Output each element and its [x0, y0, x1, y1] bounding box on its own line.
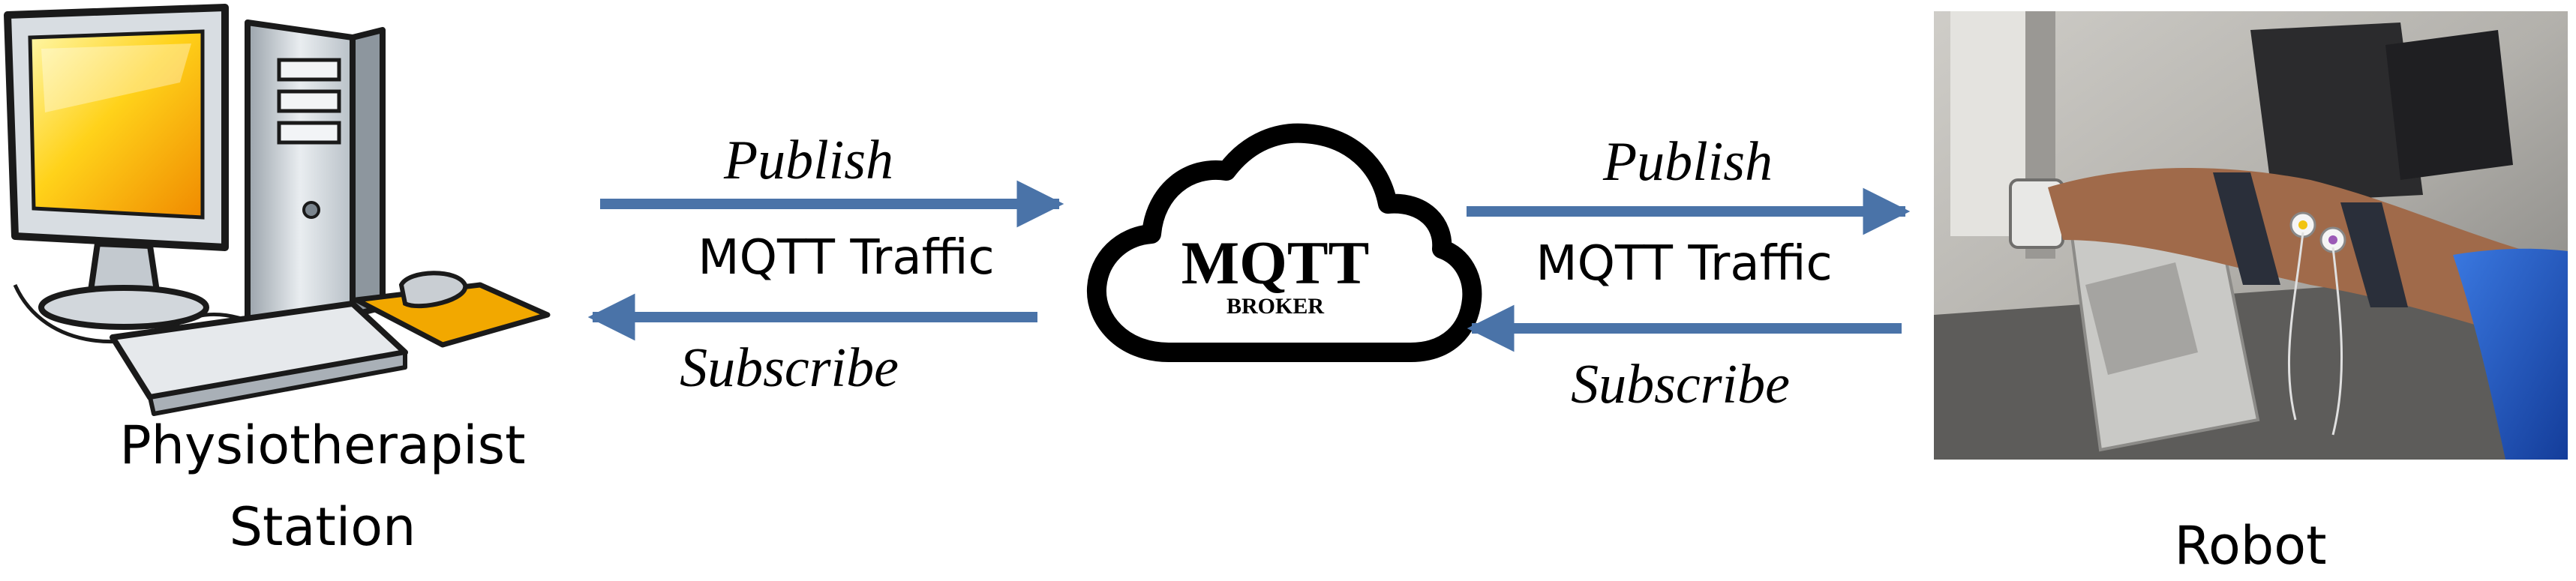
robot-label: Robot	[2174, 515, 2326, 577]
right-publish-label: Publish	[1602, 131, 1773, 193]
right-traffic-label: MQTT Traffic	[1536, 236, 1832, 292]
keyboard-icon	[110, 301, 408, 416]
right-subscribe-label: Subscribe	[1571, 354, 1790, 415]
left-traffic-label: MQTT Traffic	[698, 230, 994, 286]
computer-illustration	[4, 4, 551, 416]
mouse-icon	[353, 271, 551, 348]
left-subscribe-label: Subscribe	[680, 337, 899, 399]
broker-title: MQTT	[1181, 229, 1370, 297]
left-publish-label: Publish	[723, 130, 893, 191]
left-link: Publish MQTT Traffic Subscribe	[587, 130, 1064, 399]
broker-subtitle: BROKER	[1226, 294, 1324, 319]
cloud-icon	[1086, 123, 1482, 362]
right-link: Publish MQTT Traffic Subscribe	[1467, 131, 1911, 415]
station-label-line2: Station	[230, 496, 416, 558]
computer-monitor-icon	[4, 4, 229, 330]
station-label-line1: Physiotherapist	[119, 415, 525, 476]
robot-photo	[1934, 11, 2568, 460]
computer-tower-icon	[245, 19, 386, 348]
mqtt-broker-cloud: MQTT BROKER	[1086, 123, 1482, 362]
